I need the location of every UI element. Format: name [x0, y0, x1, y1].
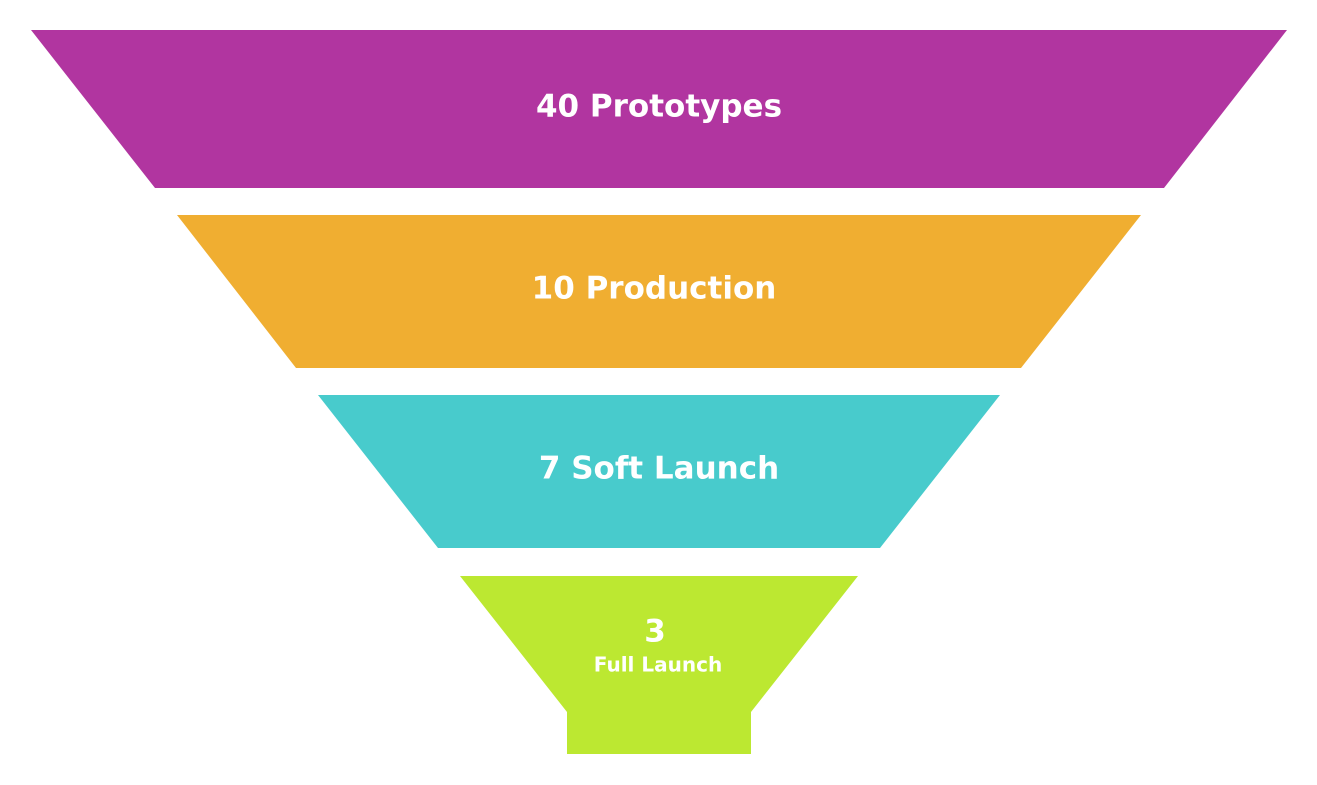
stage-soft-launch-label: 7 Soft Launch — [539, 451, 779, 487]
stage-full-launch-shape — [460, 576, 858, 754]
stage-prototypes-label: 40 Prototypes — [536, 89, 782, 125]
stage-production-label: 10 Production — [532, 271, 777, 307]
funnel-stage-full-launch: 3 Full Launch — [460, 576, 858, 754]
stage-full-launch-label: Full Launch — [594, 653, 722, 677]
stage-production-shape — [177, 215, 1141, 368]
funnel-stage-soft-launch: 7 Soft Launch — [318, 395, 1000, 548]
funnel-stage-prototypes: 40 Prototypes — [31, 30, 1287, 188]
funnel-stage-production: 10 Production — [177, 215, 1141, 368]
stage-soft-launch-shape — [318, 395, 1000, 548]
stage-full-launch-number: 3 — [644, 614, 666, 650]
stage-prototypes-shape — [31, 30, 1287, 188]
